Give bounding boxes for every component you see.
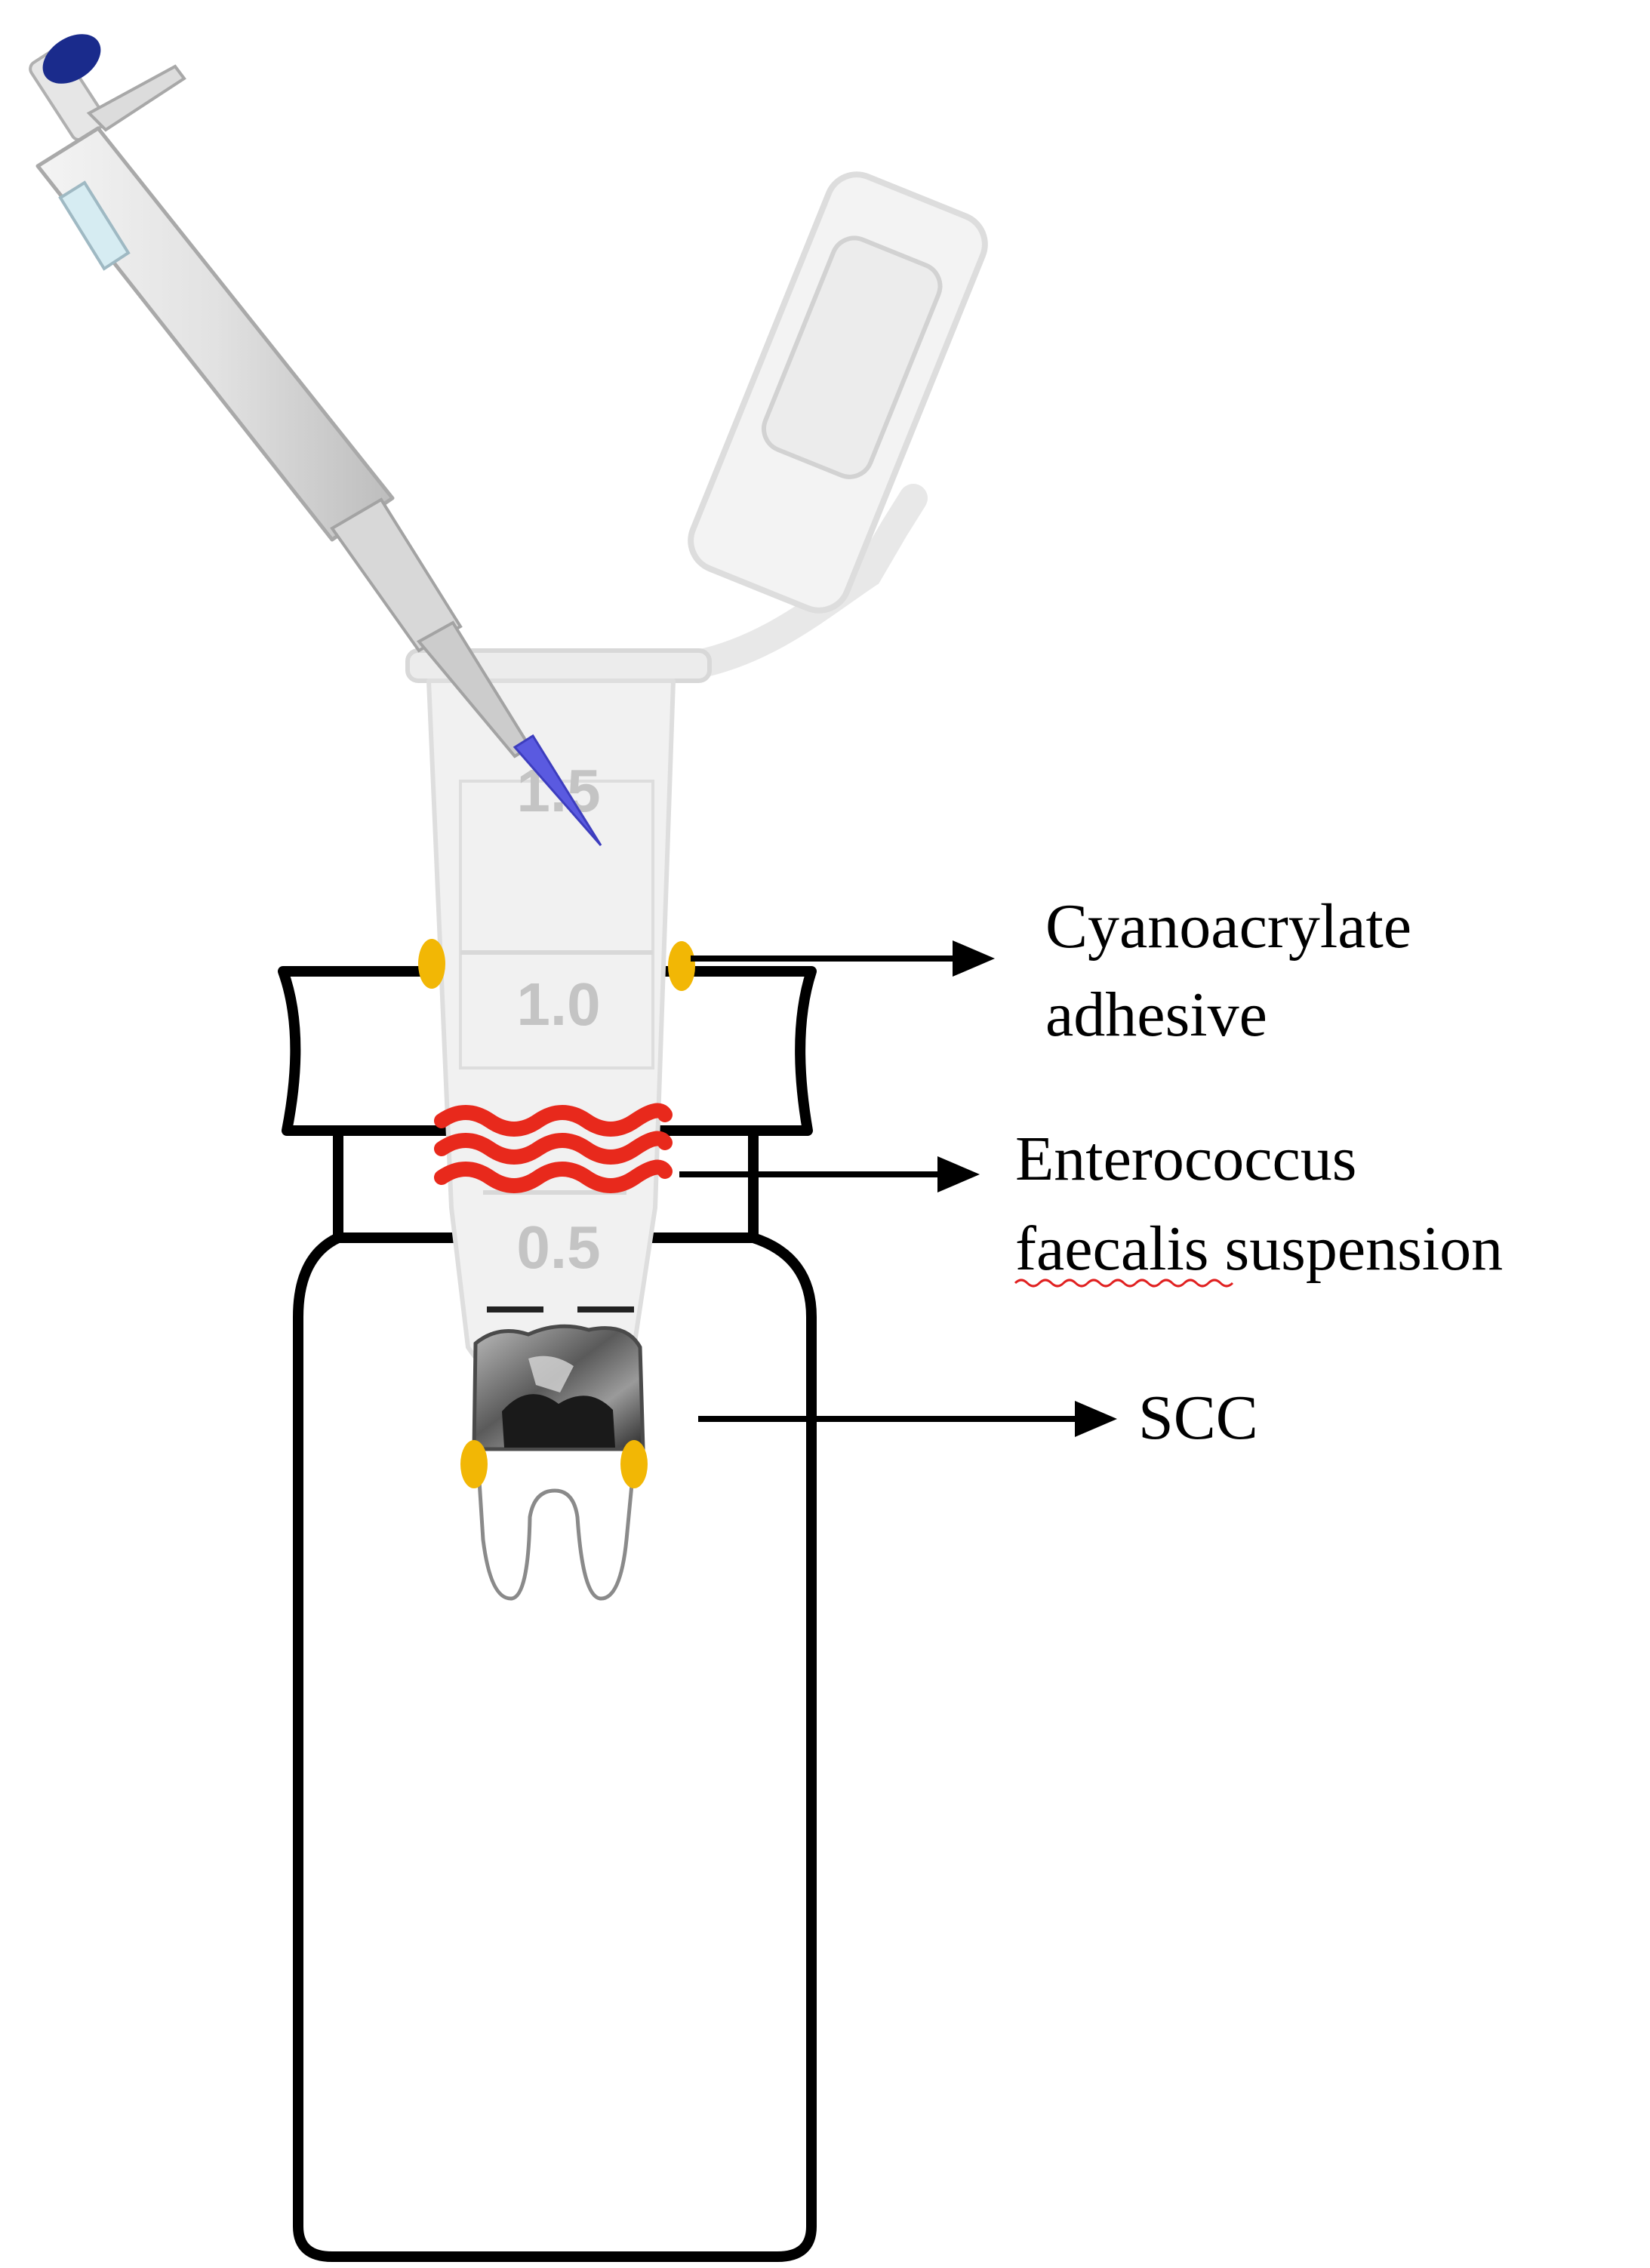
microcentrifuge-tube: 1.5 1.0 0.5 — [405, 171, 988, 1395]
scc-label: SCC — [1138, 1383, 1258, 1453]
pipette-tip — [513, 734, 602, 846]
scc-arrow-head — [1075, 1401, 1117, 1437]
suspension-label-line2: faecalis suspension — [1015, 1214, 1503, 1284]
suspension-waves — [434, 1103, 673, 1193]
pipette-body — [35, 126, 395, 542]
adhesive-label-line1: Cyanoacrylate — [1045, 891, 1411, 962]
adhesive-dot-upper-left — [418, 939, 445, 989]
pipette — [29, 34, 602, 846]
bottle-body — [293, 1232, 817, 2262]
tube-lid — [688, 171, 988, 614]
callout-labels: Cyanoacrylate adhesive Enterococcus faec… — [1014, 891, 1503, 1453]
adhesive-dot-lower-right — [620, 1440, 648, 1488]
suspension-arrow-head — [937, 1156, 980, 1192]
pipette-display — [58, 180, 131, 271]
tooth-specimen — [472, 1306, 645, 1601]
adhesive-dots — [418, 939, 695, 1488]
callout-arrows — [679, 940, 1117, 1437]
adhesive-dot-upper-right — [668, 941, 695, 991]
spellcheck-underline — [1014, 1279, 1234, 1288]
tube-scale-mark-low: 0.5 — [516, 1214, 600, 1281]
adhesive-dot-lower-left — [460, 1440, 488, 1488]
adhesive-label-line2: adhesive — [1045, 980, 1267, 1050]
tooth-roots — [475, 1443, 638, 1601]
pipette-plunger-icon — [42, 34, 101, 84]
tube-lid-hinge — [684, 484, 928, 679]
tube-scale-mark-mid: 1.0 — [516, 971, 600, 1038]
adhesive-arrow-head — [953, 940, 995, 977]
suspension-label-line1: Enterococcus — [1015, 1124, 1356, 1194]
